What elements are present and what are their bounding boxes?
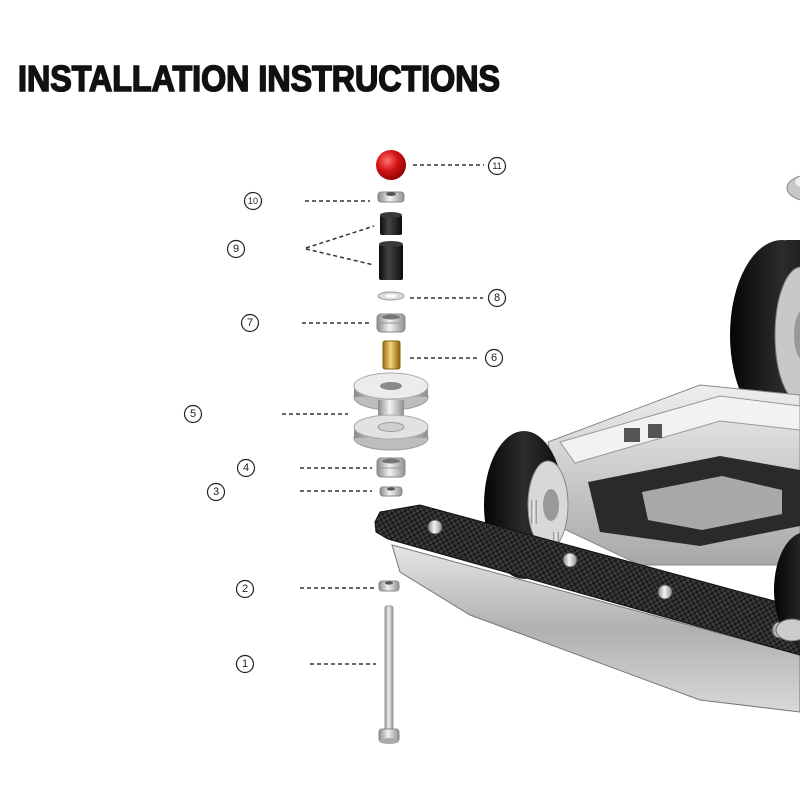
motor-window (642, 476, 782, 530)
carbon-plate (374, 504, 800, 656)
callout-7: 7 (240, 313, 260, 333)
car-chassis-illustration (374, 175, 800, 713)
part-5-roller (353, 372, 429, 451)
screw-head (427, 519, 443, 535)
callout-label: 4 (243, 462, 249, 474)
callout-label: 7 (247, 317, 253, 329)
part-2-washer (378, 580, 400, 592)
part-1-screw (378, 605, 400, 744)
page-title: INSTALLATION INSTRUCTIONS (18, 58, 500, 99)
callout-6: 6 (484, 348, 504, 368)
leader-line-9a (305, 225, 375, 249)
part-10-washer (377, 191, 405, 203)
callout-label: 5 (190, 408, 196, 420)
leader-lines (282, 164, 484, 665)
part-3-washer (379, 486, 403, 497)
chassis-block (648, 424, 662, 438)
callout-10: 10 (243, 191, 263, 211)
part-9-black-spacers (379, 212, 403, 280)
callout-4: 4 (236, 458, 256, 478)
lower-frame (391, 544, 800, 713)
callout-label: 3 (213, 486, 219, 498)
screw-head (562, 552, 578, 568)
callout-label: 9 (233, 243, 239, 255)
callout-3: 3 (206, 482, 226, 502)
part-6-brass-spacer (382, 340, 401, 370)
callout-label: 1 (242, 658, 248, 670)
rear-wheel (730, 240, 800, 430)
part-8-thin-washer (377, 291, 405, 301)
part-7-bearing (376, 313, 406, 333)
chassis-block (624, 428, 640, 442)
callouts: 11 10 9 8 7 6 5 4 (183, 156, 507, 674)
callout-2: 2 (235, 579, 255, 599)
callout-label: 10 (248, 196, 258, 206)
callout-label: 11 (492, 161, 501, 171)
part-4-bearing (376, 457, 406, 478)
callout-8: 8 (487, 288, 507, 308)
callout-5: 5 (183, 404, 203, 424)
callout-1: 1 (235, 654, 255, 674)
top-right-disc (786, 175, 800, 201)
screw-head (657, 584, 673, 600)
callout-11: 11 (487, 156, 507, 176)
callout-label: 6 (491, 352, 497, 364)
leader-line-9b (305, 248, 375, 266)
exploded-parts (353, 150, 429, 744)
front-right-wheel (774, 533, 800, 647)
callout-label: 2 (242, 583, 248, 595)
part-11-red-ball (376, 150, 406, 180)
chassis-body (547, 384, 800, 566)
callout-9: 9 (226, 239, 246, 259)
callout-label: 8 (494, 292, 500, 304)
